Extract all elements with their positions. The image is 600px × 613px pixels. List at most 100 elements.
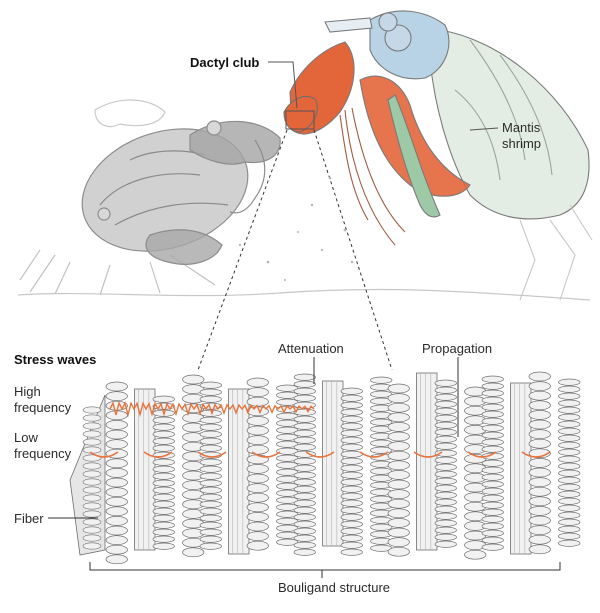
fiber-cross-section xyxy=(387,489,410,499)
fiber-cross-section xyxy=(105,487,128,497)
fiber-cross-section xyxy=(558,399,581,407)
dactyl-callout-line xyxy=(268,61,298,109)
fiber-cross-section xyxy=(464,511,487,522)
fiber-cross-section xyxy=(481,480,504,488)
fiber-cross-section xyxy=(182,374,205,385)
fiber-cross-section xyxy=(246,540,269,551)
fiber-cross-section xyxy=(246,502,269,513)
fiber-cross-section xyxy=(293,464,316,472)
fiber-cross-section xyxy=(387,527,410,538)
fiber-cross-section xyxy=(293,478,316,486)
fiber-cross-section xyxy=(370,376,393,384)
fiber-cross-section xyxy=(528,544,551,555)
fiber-cross-section xyxy=(293,394,316,402)
fiber-cross-section xyxy=(387,422,410,432)
fiber-cross-section xyxy=(276,482,299,490)
fiber-cross-section xyxy=(434,442,457,450)
fiber-cross-section xyxy=(293,450,316,458)
fiber-cross-section xyxy=(340,387,363,395)
fiber-slab xyxy=(510,382,532,555)
fiber-cross-section xyxy=(105,516,128,526)
fiber-cross-section xyxy=(293,457,316,465)
fiber-cross-section xyxy=(276,426,299,434)
crab-eye xyxy=(206,120,222,136)
fiber-cross-section xyxy=(340,506,363,514)
fiber-cross-section xyxy=(293,408,316,416)
fiber-cross-section xyxy=(293,429,316,437)
fiber-cross-section xyxy=(276,391,299,399)
bouligand-bracket xyxy=(89,562,561,571)
fiber-cross-section xyxy=(387,498,410,509)
fiber-cross-section xyxy=(276,454,299,462)
fiber-cross-section xyxy=(152,521,175,529)
fiber-cross-section xyxy=(481,466,504,474)
low-frequency-label-line2: frequency xyxy=(14,446,72,461)
fiber-cross-section xyxy=(387,508,410,519)
fiber-block-illustration xyxy=(69,371,581,565)
fiber-cross-section xyxy=(434,498,457,506)
fiber-cross-section xyxy=(387,518,410,528)
fiber-cross-section xyxy=(434,540,457,548)
fiber-cross-section xyxy=(152,486,175,494)
low-frequency-label-line1: Low xyxy=(14,430,38,445)
fiber-cross-section xyxy=(293,387,316,395)
fiber-cross-section xyxy=(152,458,175,466)
fiber-cross-section xyxy=(152,423,175,431)
fiber-cross-section xyxy=(434,526,457,534)
fiber-cross-section xyxy=(246,377,269,388)
fiber-cross-section xyxy=(481,529,504,537)
fiber-cross-section xyxy=(199,388,222,396)
fiber-cross-section xyxy=(293,415,316,423)
ground-line xyxy=(17,288,591,301)
dactyl-club-label: Dactyl club xyxy=(190,55,260,70)
fiber-cross-section xyxy=(434,477,457,485)
fiber-cross-section xyxy=(199,535,222,543)
fiber-cross-section xyxy=(340,485,363,493)
fiber-cross-section xyxy=(199,507,222,515)
fiber-cross-section xyxy=(293,520,316,528)
fiber-cross-section xyxy=(276,489,299,497)
fiber-cross-section xyxy=(558,406,581,414)
fiber-cross-section xyxy=(293,534,316,542)
fiber-cross-section xyxy=(481,396,504,404)
fiber-cross-section xyxy=(387,479,410,490)
fiber-cross-section xyxy=(276,503,299,511)
fiber-front-end xyxy=(82,406,102,414)
fiber-cross-section xyxy=(387,450,410,461)
fiber-cross-section xyxy=(558,385,581,393)
dactyl-zoom-box xyxy=(285,110,315,130)
shrimp-eye xyxy=(378,12,398,32)
fiber-cross-section xyxy=(481,459,504,467)
fiber-cross-section xyxy=(293,548,316,556)
fiber-cross-section xyxy=(481,410,504,418)
fiber-cross-section xyxy=(199,458,222,466)
crab-claw-lower xyxy=(145,229,223,265)
fiber-front-end xyxy=(82,494,102,502)
fiber-cross-section xyxy=(293,506,316,514)
fiber-cross-section xyxy=(246,521,269,532)
fiber-cross-section xyxy=(370,495,393,503)
fiber-cross-section xyxy=(293,373,316,381)
fiber-cross-section xyxy=(199,472,222,480)
fiber-cross-section xyxy=(481,501,504,509)
fiber-cross-section xyxy=(105,544,128,555)
fiber-cross-section xyxy=(276,496,299,504)
fiber-cross-section xyxy=(246,512,269,522)
fiber-cross-section xyxy=(293,436,316,444)
fiber-cross-section xyxy=(152,493,175,501)
fiber-cross-section xyxy=(246,416,269,426)
fiber-front-end xyxy=(82,542,102,550)
fiber-cross-section xyxy=(434,400,457,408)
shrimp-antennae xyxy=(339,107,406,246)
fiber-cross-section xyxy=(340,492,363,500)
fiber-cross-section xyxy=(558,525,581,533)
shrimp-legs xyxy=(519,204,593,301)
fiber-cross-section xyxy=(246,531,269,541)
attenuation-label: Attenuation xyxy=(278,341,344,356)
fiber-front-end xyxy=(82,486,102,494)
fiber-cross-section xyxy=(370,418,393,426)
fiber-cross-section xyxy=(293,443,316,451)
fiber-cross-section xyxy=(464,482,487,493)
fiber-cross-section xyxy=(434,421,457,429)
